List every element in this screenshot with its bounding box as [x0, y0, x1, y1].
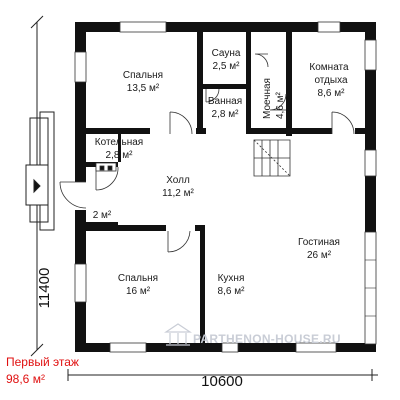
bedroom-top-area: 13,5 м² [127, 83, 160, 94]
washroom-area: 4,6 м² [275, 91, 286, 119]
bedroom-top-label: Спальня [123, 70, 163, 81]
lounge-area: 8,6 м² [318, 88, 346, 99]
width-dimension-line [67, 369, 378, 381]
closet-area: 2 м² [93, 210, 112, 221]
living-label: Гостиная [298, 237, 340, 248]
hall-area: 11,2 м² [162, 188, 194, 199]
boiler-label: Котельная [95, 137, 143, 148]
bathroom-label: Ванная [208, 96, 242, 107]
watermark: PARTHENON-HOUSE.RU [164, 323, 341, 346]
kitchen-area: 8,6 м² [218, 286, 246, 297]
sauna-label: Сауна [212, 48, 241, 59]
living-area: 26 м² [307, 250, 332, 261]
bedroom-bottom-label: Спальня [118, 273, 158, 284]
bedroom-bottom-area: 16 м² [126, 286, 151, 297]
height-dimension-label: 11400 [36, 268, 53, 309]
boiler-equipment [95, 162, 117, 172]
washroom-label: Моечная [262, 78, 273, 119]
hall-label: Холл [166, 175, 190, 186]
boiler-area: 2,8 м² [106, 150, 134, 161]
floor-title: Первый этаж [6, 355, 79, 369]
door-swings [95, 53, 355, 253]
sauna-area: 2,5 м² [213, 61, 241, 72]
width-dimension-label: 10600 [201, 373, 243, 390]
kitchen-label: Кухня [218, 273, 245, 284]
entry-door [75, 182, 86, 210]
lounge-label-line2: отдыха [314, 75, 348, 86]
lounge-label-line1: Комната [309, 62, 349, 73]
porch [25, 111, 55, 231]
watermark-text: PARTHENON-HOUSE.RU [193, 332, 341, 346]
entry-door-swing [59, 181, 87, 209]
watermark-logo [164, 323, 192, 346]
window-muntins [365, 259, 376, 317]
interior-walls [86, 32, 365, 343]
staircase [253, 139, 291, 177]
bathroom-area: 2,8 м² [212, 109, 240, 120]
floor-area: 98,6 м² [6, 372, 45, 386]
